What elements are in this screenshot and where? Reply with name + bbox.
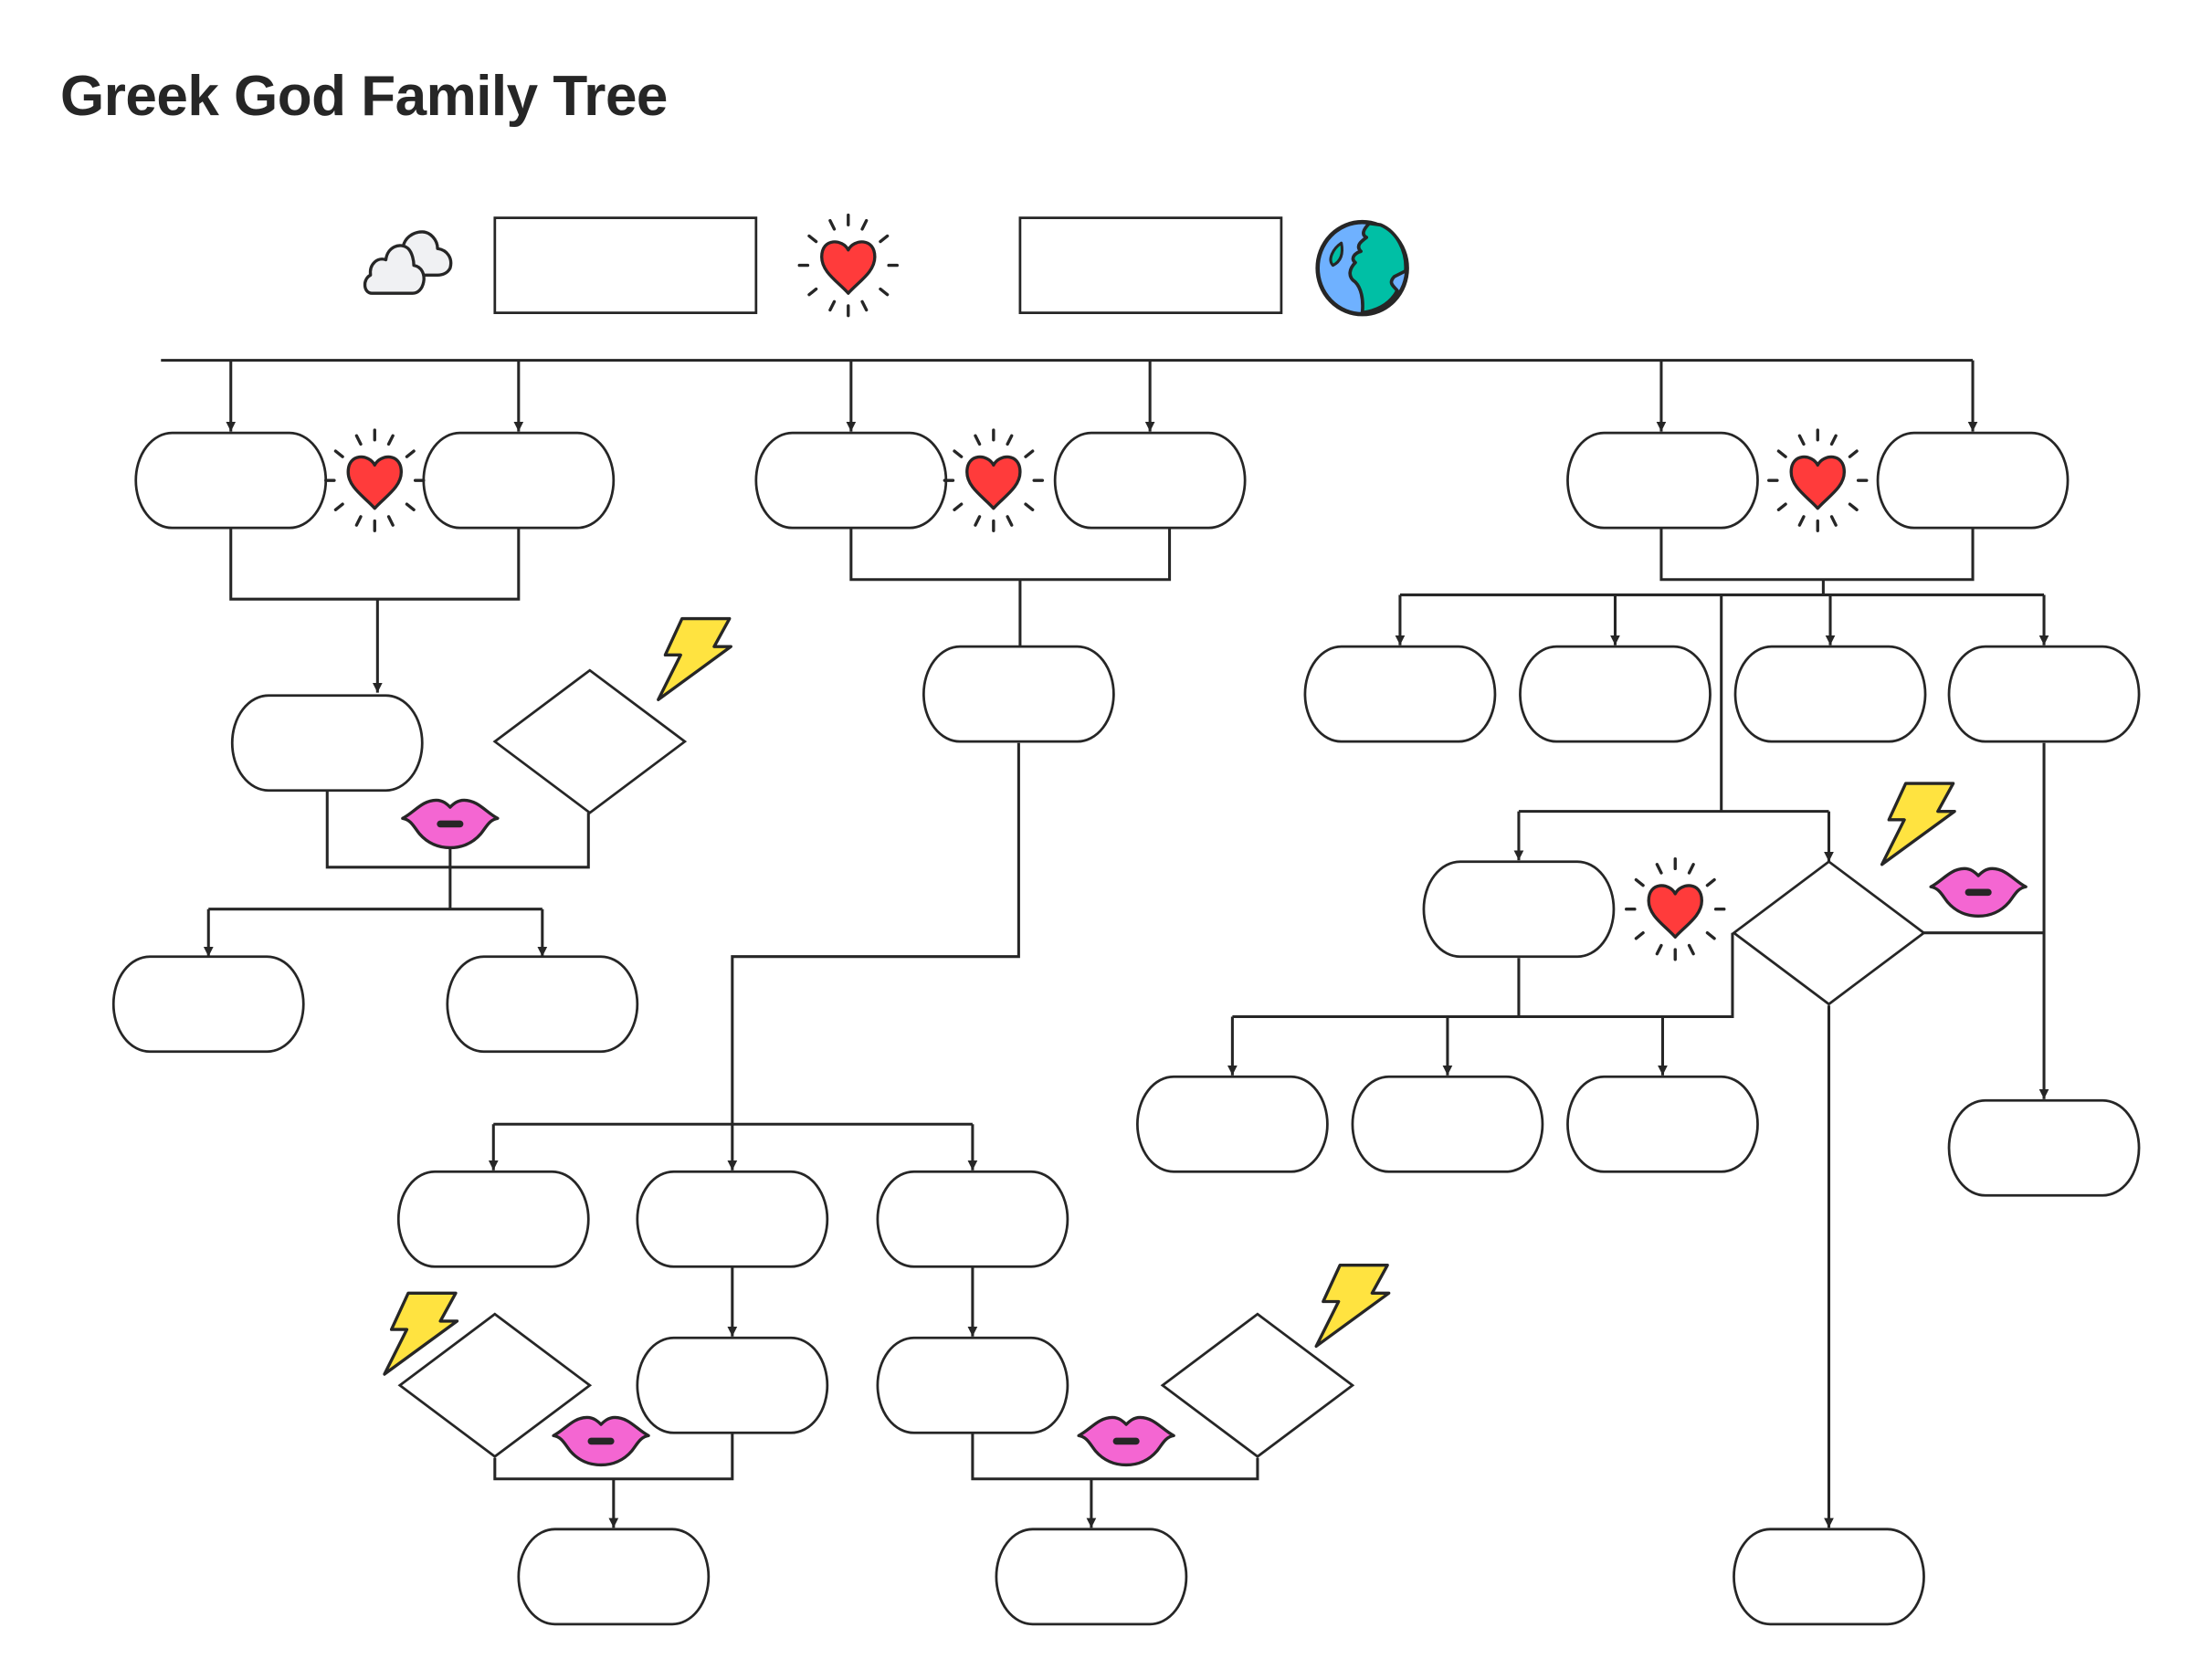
- heart-icon: [324, 428, 426, 532]
- person-node-mid-ggchild-a[interactable]: [636, 1336, 829, 1434]
- top-level: [363, 213, 1407, 318]
- person-node-g1-right-b[interactable]: [1876, 431, 2070, 530]
- lips-icon: [553, 1417, 648, 1465]
- connector-line: [731, 742, 1020, 1125]
- person-node-right-bottom-child[interactable]: [1733, 1528, 1925, 1626]
- affair-node-mid-right-diamond[interactable]: [1160, 1312, 1355, 1458]
- person-node-right-grandchild-1[interactable]: [1136, 1075, 1329, 1173]
- affair-node-right-diamond[interactable]: [1732, 859, 1926, 1006]
- heart-icon: [797, 213, 899, 318]
- person-node-right-spouse[interactable]: [1422, 860, 1616, 959]
- connector-line: [1232, 932, 1734, 1019]
- person-node-right-far-child[interactable]: [1947, 1098, 2141, 1197]
- connector-line: [325, 790, 590, 869]
- person-node-mid-grandchild-2[interactable]: [636, 1170, 829, 1268]
- person-node-right-child-2[interactable]: [1519, 645, 1712, 743]
- connector-line: [1659, 528, 1975, 582]
- lightning-bolt-icon: [1880, 782, 1956, 866]
- person-node-g1-right-a[interactable]: [1566, 431, 1759, 530]
- person-node-right-child-4[interactable]: [1947, 645, 2141, 743]
- person-node-g1-left-b[interactable]: [422, 431, 616, 530]
- person-node-right-grandchild-3[interactable]: [1566, 1075, 1759, 1173]
- diagram-title: Greek God Family Tree: [60, 65, 668, 128]
- lightning-bolt-icon: [1314, 1264, 1391, 1349]
- person-node-right-grandchild-2[interactable]: [1351, 1075, 1544, 1173]
- lightning-bolt-icon: [657, 616, 732, 701]
- connector-lines: [161, 359, 2049, 1528]
- connector-line: [229, 528, 521, 601]
- person-node-left-grandchild-1[interactable]: [111, 955, 305, 1054]
- connector-line: [849, 528, 1172, 582]
- lips-icon: [1931, 868, 2026, 916]
- person-node-mid-grandchild-3[interactable]: [876, 1170, 1069, 1268]
- person-node-right-child-3[interactable]: [1733, 645, 1927, 743]
- person-node-mid-child[interactable]: [922, 645, 1115, 743]
- top-right-box[interactable]: [1018, 216, 1283, 314]
- connector-line: [971, 1433, 1259, 1481]
- person-node-g1-mid-b[interactable]: [1053, 431, 1247, 530]
- heart-icon: [1767, 428, 1869, 532]
- earth-globe-icon: [1318, 222, 1407, 314]
- affair-node-left-diamond[interactable]: [492, 668, 688, 814]
- person-node-mid-bottom-1[interactable]: [517, 1528, 711, 1626]
- top-left-box[interactable]: [493, 216, 758, 314]
- lips-icon: [1079, 1417, 1174, 1465]
- person-node-g1-left-a[interactable]: [134, 431, 328, 530]
- node-layer: [111, 431, 2141, 1626]
- lips-icon: [403, 800, 498, 847]
- person-node-mid-ggchild-b[interactable]: [876, 1336, 1069, 1434]
- person-node-left-grandchild-2[interactable]: [446, 955, 639, 1054]
- person-node-mid-bottom-2[interactable]: [995, 1528, 1188, 1626]
- heart-icon: [943, 428, 1045, 532]
- person-node-g1-mid-a[interactable]: [754, 431, 948, 530]
- person-node-mid-grandchild-1[interactable]: [396, 1170, 590, 1268]
- affair-node-mid-left-diamond[interactable]: [397, 1312, 593, 1458]
- person-node-right-child-1[interactable]: [1303, 645, 1497, 743]
- person-node-left-child[interactable]: [230, 694, 424, 793]
- cloud-icon: [363, 230, 453, 295]
- heart-icon: [1625, 856, 1726, 961]
